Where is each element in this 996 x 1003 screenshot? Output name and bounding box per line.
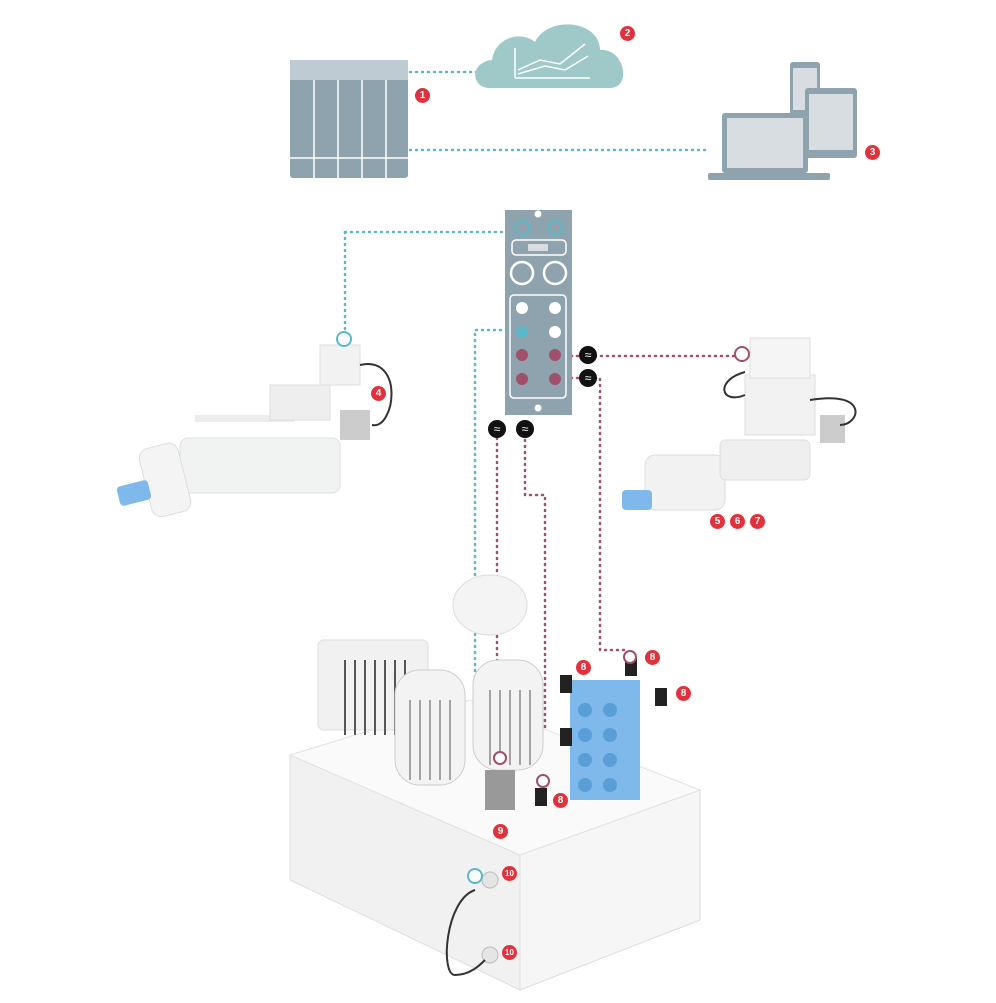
cloud-icon bbox=[475, 24, 624, 88]
signal-converter-icon: ≈ bbox=[516, 420, 534, 438]
iolink-master bbox=[505, 210, 572, 415]
badge-cylinder-right: 5 bbox=[710, 514, 725, 529]
badge-cylinder-right: 6 bbox=[730, 514, 745, 529]
badge-cylinder-left: 4 bbox=[371, 386, 386, 401]
badge-plc: 1 bbox=[415, 88, 430, 103]
badge-valve: 8 bbox=[645, 650, 660, 665]
signal-converter-icon: ≈ bbox=[488, 420, 506, 438]
badge-tank-port: 10 bbox=[502, 866, 517, 881]
badge-valve: 8 bbox=[576, 660, 591, 675]
mobile-devices-icon bbox=[708, 62, 857, 180]
signal-converter-icon: ≈ bbox=[579, 346, 597, 364]
badge-valve: 8 bbox=[676, 686, 691, 701]
badge-cloud: 2 bbox=[620, 26, 635, 41]
badge-tank-port: 10 bbox=[502, 945, 517, 960]
hydraulic-cylinder-right bbox=[622, 337, 857, 511]
hydraulic-cylinder-left bbox=[116, 331, 393, 518]
badge-mobile-devices: 3 bbox=[865, 145, 880, 160]
hydraulic-power-unit bbox=[288, 574, 702, 991]
badge-valve: 8 bbox=[553, 793, 568, 808]
plc-icon bbox=[290, 60, 408, 178]
badge-cylinder-right: 7 bbox=[750, 514, 765, 529]
signal-converter-icon: ≈ bbox=[579, 369, 597, 387]
badge-sensor: 9 bbox=[493, 824, 508, 839]
